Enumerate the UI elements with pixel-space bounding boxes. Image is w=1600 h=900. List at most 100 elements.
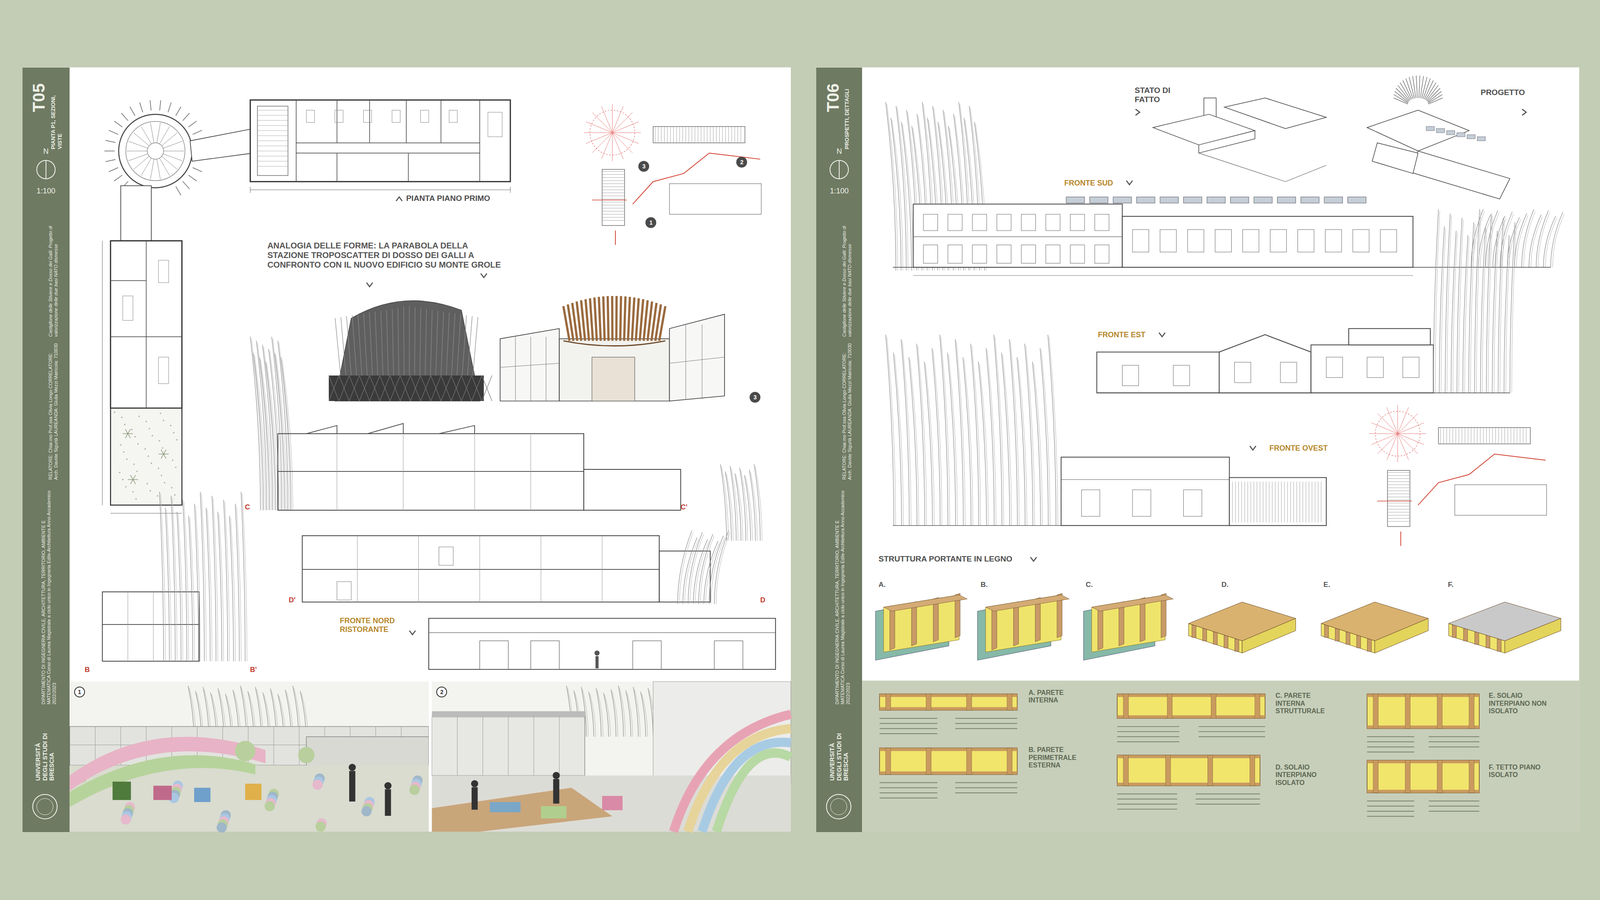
facade-fin xyxy=(962,357,972,526)
elevation-title: FRONTE SUD xyxy=(1064,178,1113,188)
thesis-title: Castiglione delle Stiviere e Dosso dei G… xyxy=(841,219,853,338)
window xyxy=(1270,229,1287,253)
solar-panel xyxy=(1253,196,1273,203)
timber-stud xyxy=(926,747,932,775)
hatch xyxy=(602,207,625,209)
dimension-line xyxy=(250,189,511,190)
dimension-line xyxy=(102,240,103,505)
hatch xyxy=(1504,427,1505,444)
fin-plan xyxy=(114,120,123,127)
facade-fin xyxy=(924,361,933,526)
facade-fin xyxy=(206,507,211,661)
solar-panel xyxy=(1277,196,1296,203)
department: DIPARTIMENTO DI INGEGNERIA CIVILE, ARCHI… xyxy=(40,490,58,705)
timber-stud xyxy=(991,605,997,650)
hatch xyxy=(602,220,625,221)
section-detail xyxy=(879,747,1018,775)
facade-fin xyxy=(690,534,704,604)
building-plan xyxy=(110,240,182,408)
facade-fin xyxy=(225,501,230,661)
rainbow-band xyxy=(687,728,791,832)
university: UNIVERSITÀ DEGLI STUDI DI BRESCIA xyxy=(34,732,56,781)
wall xyxy=(127,591,128,661)
building-iso xyxy=(1372,142,1418,174)
hatch xyxy=(602,174,625,175)
lattice xyxy=(461,375,472,401)
legend-rule xyxy=(1117,803,1178,805)
bench xyxy=(540,805,567,818)
timber-stud xyxy=(889,605,895,650)
rainbow-band xyxy=(716,752,791,832)
north-arrow: N xyxy=(22,147,70,157)
texture-dot xyxy=(126,458,128,460)
louver xyxy=(1320,481,1322,523)
facade-fin xyxy=(165,507,170,661)
hatch xyxy=(1452,427,1453,444)
hatch xyxy=(1483,427,1484,444)
dimension-line xyxy=(250,186,251,193)
facade-fin xyxy=(932,347,941,525)
elevation-outline xyxy=(1219,334,1311,393)
plant-symbol xyxy=(163,453,169,455)
stair-tread xyxy=(156,122,161,143)
facade-fin xyxy=(160,493,166,661)
board-layer xyxy=(879,693,1018,697)
hatch xyxy=(682,126,683,143)
facade-fin xyxy=(1474,209,1480,393)
timber-stud xyxy=(1007,747,1013,775)
terrace-plan xyxy=(110,407,182,505)
roof-line xyxy=(306,423,475,434)
scale: 1:100 xyxy=(816,186,863,196)
section-detail xyxy=(879,693,1018,710)
elevation-title: FRONTE OVEST xyxy=(1269,443,1328,453)
elevation-outline xyxy=(1348,328,1431,345)
key-plan-block xyxy=(1455,484,1547,515)
window xyxy=(1094,244,1109,263)
fin-plan xyxy=(192,167,202,172)
plant-symbol xyxy=(127,479,133,480)
hatch xyxy=(1495,427,1496,444)
facade-fin xyxy=(1040,347,1049,525)
wall xyxy=(336,100,338,143)
solar-panel xyxy=(1300,196,1320,203)
entrance xyxy=(592,357,635,401)
window xyxy=(947,214,963,231)
stair-core xyxy=(147,142,164,160)
facade-fin xyxy=(178,513,183,662)
facade-fin xyxy=(612,690,618,737)
facade-fin xyxy=(1480,226,1486,393)
section-mark: D' xyxy=(288,595,296,605)
hatch xyxy=(716,126,717,143)
building-iso xyxy=(1198,130,1255,153)
hatch xyxy=(1387,484,1410,485)
panel-divider xyxy=(428,681,432,832)
texture-dot xyxy=(132,490,134,493)
facade-fin xyxy=(736,475,743,541)
facade-fin xyxy=(1470,224,1475,393)
mullion xyxy=(530,336,531,401)
person xyxy=(385,788,392,816)
hatch xyxy=(688,126,690,143)
hatch xyxy=(1446,427,1447,444)
legend-rule xyxy=(879,727,938,729)
plant-symbol xyxy=(163,453,167,459)
key-plan-block xyxy=(1438,427,1530,444)
lattice xyxy=(420,375,431,401)
wood-slat xyxy=(594,297,598,341)
stair-plan xyxy=(257,106,288,176)
elevation-outline xyxy=(1061,457,1230,526)
furniture xyxy=(363,110,372,123)
hatch xyxy=(602,198,625,200)
stair-tread xyxy=(257,140,288,141)
timber-joist xyxy=(1345,631,1350,644)
facade-fin xyxy=(1511,224,1517,393)
timber-stud xyxy=(1373,693,1379,729)
tower-plan xyxy=(125,121,185,181)
person xyxy=(553,778,560,804)
window xyxy=(714,640,743,670)
section-outline xyxy=(302,535,660,602)
hatch xyxy=(1387,511,1410,513)
plant-symbol xyxy=(130,475,133,480)
legend-rule xyxy=(1367,815,1415,817)
facade-fin xyxy=(266,362,278,510)
